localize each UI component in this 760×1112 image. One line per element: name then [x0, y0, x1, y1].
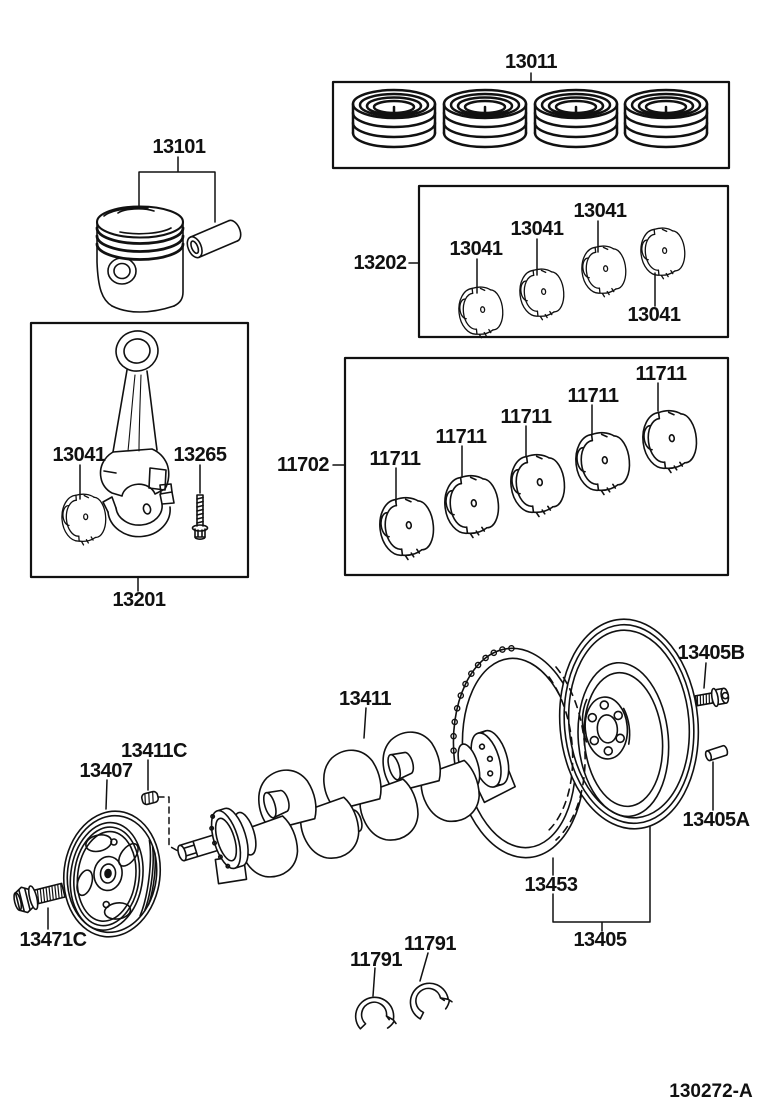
ring-gear-hidden-edges	[548, 666, 586, 841]
crankshaft	[177, 729, 516, 885]
pulley-bolt	[13, 882, 66, 914]
callout-13011: 13011	[504, 51, 558, 73]
ring-gear-teeth	[450, 645, 515, 754]
flywheel-hub	[581, 696, 631, 760]
callout-13101: 13101	[152, 136, 206, 158]
leader-lines	[47, 72, 714, 997]
piston-ring-sets	[351, 88, 709, 149]
diagram-code: 130272-A	[669, 1081, 753, 1102]
callout-11711-5: 11711	[635, 363, 687, 385]
callout-13407: 13407	[79, 760, 133, 782]
box-13201	[29, 321, 250, 579]
callout-13202: 13202	[353, 252, 407, 274]
piston	[95, 205, 242, 313]
pulley-spoke-holes	[76, 834, 139, 920]
pulley-hub	[93, 855, 123, 892]
callout-11791-1: 11791	[349, 949, 403, 971]
callout-13405A: 13405A	[682, 809, 750, 831]
box-13202	[417, 184, 730, 339]
crankshaft-key	[140, 790, 160, 806]
crankshaft-pulley	[62, 810, 162, 938]
callout-13041-1: 13041	[449, 238, 503, 260]
callout-boxes	[29, 80, 731, 579]
callout-13201: 13201	[112, 589, 166, 611]
callout-13471C: 13471C	[19, 929, 87, 951]
callout-13041-3: 13041	[573, 200, 627, 222]
flywheel-bolt	[694, 687, 730, 708]
connecting-rod-assembly	[59, 330, 209, 547]
callout-11711-2: 11711	[435, 426, 487, 448]
flywheel	[558, 618, 700, 830]
flywheel-dowel-pin	[704, 744, 729, 762]
callout-11702: 11702	[276, 454, 330, 476]
timing-sprocket	[209, 807, 249, 870]
crank-pin	[262, 789, 290, 819]
callout-13041-4: 13041	[627, 304, 681, 326]
callout-13405B: 13405B	[677, 642, 745, 664]
callout-11711-3: 11711	[500, 406, 552, 428]
piston-pin	[186, 219, 242, 259]
callout-11711-1: 11711	[369, 448, 421, 470]
main-bearing-set	[375, 406, 701, 564]
rod-cap	[102, 483, 175, 538]
callout-13041-2: 13041	[510, 218, 564, 240]
callout-13411C: 13411C	[121, 740, 187, 762]
box-11702	[343, 356, 730, 577]
rod-bearing-in-kit	[59, 492, 109, 547]
leader-13453-13405	[552, 826, 651, 932]
leader-13101	[138, 156, 216, 223]
crank-nose	[177, 834, 218, 862]
callout-13265: 13265	[173, 444, 227, 466]
crank-pin	[387, 751, 415, 781]
callout-13405: 13405	[573, 929, 627, 951]
callout-11711-4: 11711	[567, 385, 619, 407]
thrust-washers	[351, 975, 455, 1034]
key-alignment-dashed-line	[157, 796, 179, 852]
callout-11791-2: 11791	[403, 933, 457, 955]
callout-13411: 13411	[338, 688, 392, 710]
callout-13041-rod: 13041	[52, 444, 106, 466]
callout-13453: 13453	[524, 874, 578, 896]
rod-bolt	[191, 494, 209, 540]
